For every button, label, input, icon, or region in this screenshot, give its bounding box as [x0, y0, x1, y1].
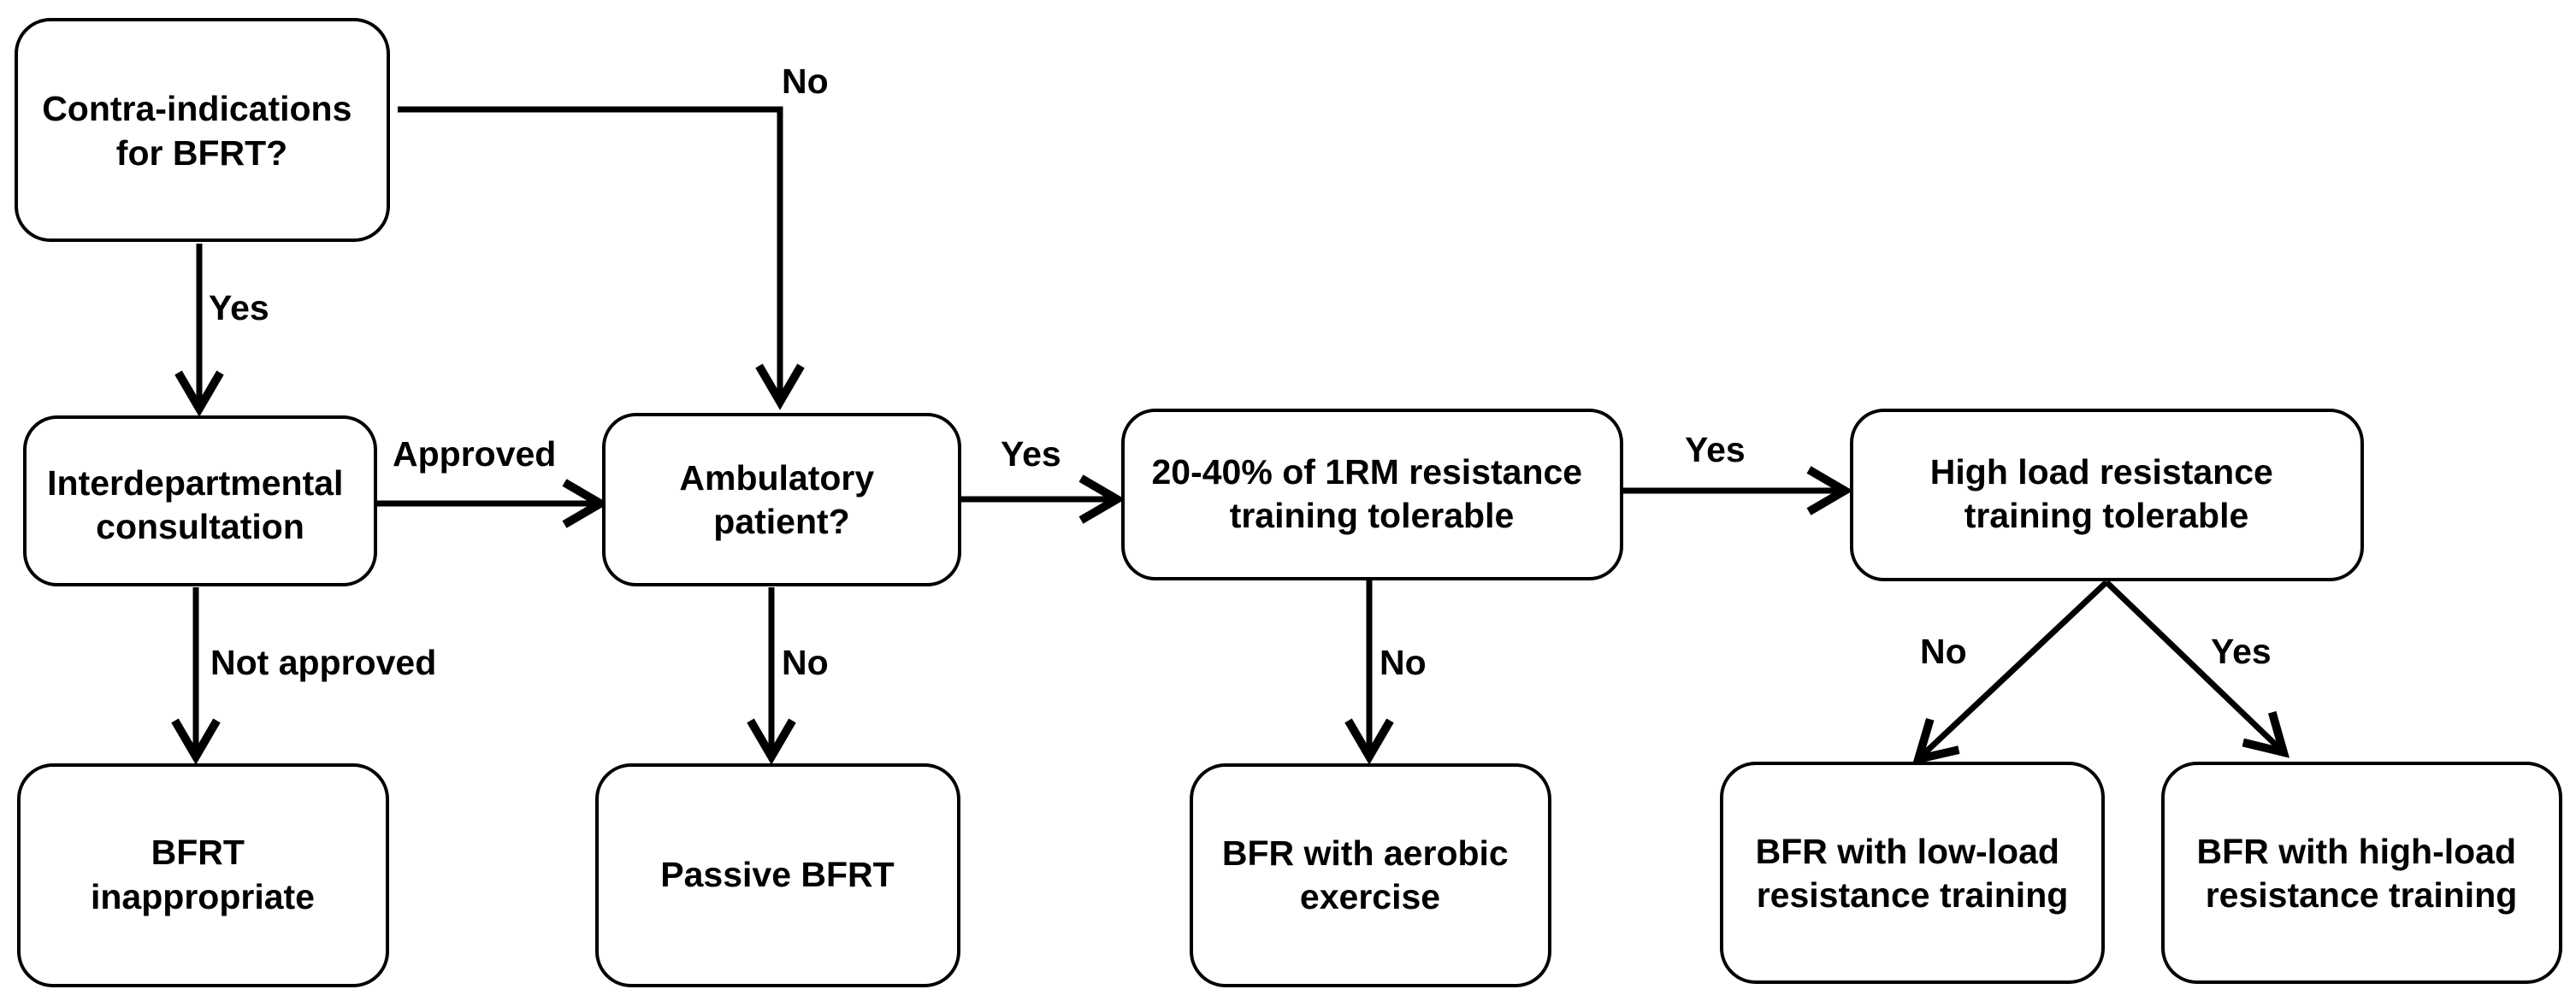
edge-label-low-tolerable-yes: Yes	[1685, 430, 1746, 469]
node-label-line: High load resistance	[1930, 452, 2273, 492]
node-box	[23, 415, 377, 586]
node-label: Ambulatory patient?	[679, 458, 883, 541]
flow-node-bfr-high-load-resistance: BFR with high-load resistance training	[2161, 762, 2562, 984]
node-label: BFR with low-load resistance training	[1756, 832, 2070, 915]
node-label-line: Interdepartmental	[47, 463, 343, 503]
node-box	[595, 763, 960, 987]
flow-node-bfrt-inappropriate: BFRT inappropriate	[17, 763, 389, 987]
node-label: BFR with high-load resistance training	[2197, 832, 2526, 915]
flow-node-bfr-low-load-resistance: BFR with low-load resistance training	[1720, 762, 2105, 984]
node-box	[1850, 409, 2364, 581]
node-box	[1121, 409, 1623, 580]
node-box	[2161, 762, 2562, 984]
flow-node-passive-bfrt: Passive BFRT	[595, 763, 960, 987]
node-label-line: exercise	[1300, 877, 1440, 916]
edge-label-high-tolerable-no: No	[1920, 632, 1967, 671]
node-label-line: BFR with high-load	[2197, 832, 2516, 871]
flow-node-ambulatory-patient: Ambulatory patient?	[602, 413, 961, 586]
edge-contra-to-ambulatory	[398, 106, 805, 410]
edge-high-tolerable-to-high-load	[2104, 580, 2290, 758]
node-box	[1720, 762, 2105, 984]
node-label-line: resistance training	[2206, 875, 2518, 915]
node-label-line: BFR with low-load	[1756, 832, 2059, 871]
flow-node-bfr-aerobic-exercise: BFR with aerobic exercise	[1190, 763, 1551, 987]
node-label-line: training tolerable	[1964, 496, 2249, 535]
node-label-line: Contra-indications	[42, 89, 352, 128]
edge-label-low-tolerable-no: No	[1380, 643, 1427, 682]
node-label: BFR with aerobic exercise	[1222, 833, 1518, 916]
node-box	[602, 413, 961, 586]
node-label-line: patient?	[713, 502, 849, 541]
node-label-line: Ambulatory	[679, 458, 874, 498]
edges	[171, 106, 2290, 765]
edge-label-contra-yes: Yes	[209, 288, 269, 327]
flow-node-contra-indications: Contra-indications for BFRT?	[15, 18, 390, 242]
flow-node-high-load-tolerable: High load resistance training tolerable	[1850, 409, 2364, 581]
flow-node-low-load-tolerable: 20-40% of 1RM resistance training tolera…	[1121, 409, 1623, 580]
edge-labels: No Yes Approved Not approved Yes No Yes …	[209, 62, 2272, 682]
node-label: Interdepartmental consultation	[47, 463, 353, 546]
edge-label-contra-no: No	[782, 62, 829, 101]
node-label-line: BFRT	[151, 833, 245, 872]
node-label-line: 20-40% of 1RM resistance	[1151, 452, 1582, 492]
node-label-line: resistance training	[1757, 875, 2069, 915]
edge-label-consultation-approved: Approved	[393, 434, 556, 474]
edge-label-consultation-not-approved: Not approved	[210, 643, 436, 682]
edge-high-tolerable-to-low-load	[1911, 580, 2109, 765]
node-label-line: for BFRT?	[116, 133, 287, 173]
node-label: High load resistance training tolerable	[1930, 452, 2283, 535]
node-label-line: BFR with aerobic	[1222, 833, 1509, 873]
node-label: BFRT inappropriate	[91, 833, 315, 916]
node-label: Contra-indications for BFRT?	[42, 89, 362, 173]
node-box	[1190, 763, 1551, 987]
flow-node-interdepartmental-consultation: Interdepartmental consultation	[23, 415, 377, 586]
node-box	[15, 18, 390, 242]
edge-label-high-tolerable-yes: Yes	[2211, 632, 2272, 671]
node-label-line: inappropriate	[91, 877, 315, 916]
node-label-line: training tolerable	[1230, 496, 1515, 535]
edge-label-ambulatory-yes: Yes	[1001, 434, 1061, 474]
node-label-line: consultation	[96, 507, 304, 546]
edge-label-ambulatory-no: No	[782, 643, 829, 682]
node-label-line: Passive BFRT	[660, 855, 894, 894]
node-label: Passive BFRT	[660, 855, 894, 894]
node-label: 20-40% of 1RM resistance training tolera…	[1151, 452, 1592, 535]
node-box	[17, 763, 389, 987]
